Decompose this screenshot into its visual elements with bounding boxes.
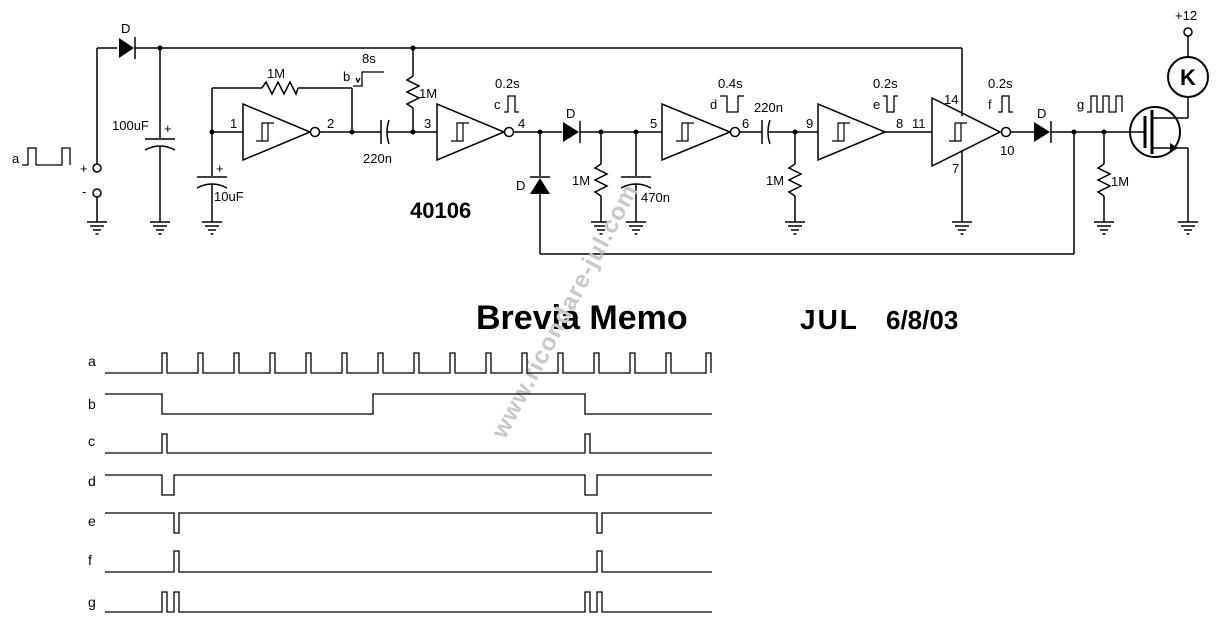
minus-sign: - — [82, 184, 86, 199]
svg-text:2: 2 — [327, 116, 334, 131]
timing-trace-a — [105, 352, 712, 374]
schmitt-gate-3 — [661, 102, 732, 162]
svg-text:0.2s: 0.2s — [988, 76, 1013, 91]
svg-text:1: 1 — [230, 116, 237, 131]
schmitt-gate-4 — [817, 102, 887, 162]
timing-row-label-a: a — [88, 353, 96, 369]
resistor-r4 — [787, 163, 803, 197]
c5-value: 220n — [754, 100, 783, 115]
resistor-r1 — [261, 80, 299, 96]
c2-value: 10uF — [214, 189, 244, 204]
r3-value: 1M — [572, 173, 590, 188]
svg-text:6: 6 — [742, 116, 749, 131]
timing-trace-d — [105, 474, 712, 496]
resistor-r2 — [405, 75, 421, 109]
r5-value: 1M — [1111, 174, 1129, 189]
stage-differentiator: 220n 1M 3 4 40106 0.2s c D D — [363, 45, 1074, 255]
svg-text:+: + — [164, 121, 172, 136]
stage-output: 11 14 7 10 0.2s f D 1M g — [413, 8, 1209, 254]
input-section: + - a D 100uF + — [12, 21, 413, 235]
svg-text:10: 10 — [1000, 143, 1014, 158]
svg-text:D: D — [566, 106, 575, 121]
schmitt-gate-2 — [436, 102, 506, 162]
svg-text:7: 7 — [952, 161, 959, 176]
svg-text:4: 4 — [518, 116, 525, 131]
svg-text:D: D — [1037, 106, 1046, 121]
c4-value: 470n — [641, 190, 670, 205]
page-title: Brevia Memo — [476, 299, 688, 337]
resistor-r5 — [1096, 163, 1112, 197]
timing-row-label-g: g — [88, 594, 96, 610]
stage-oscillator: 1M 1 2 + 10uF b 8s — [196, 51, 384, 235]
c3-value: 220n — [363, 151, 392, 166]
svg-text:8s: 8s — [362, 51, 376, 66]
timing-trace-f — [105, 550, 712, 573]
diode-feedback — [530, 178, 550, 194]
svg-text:14: 14 — [944, 92, 958, 107]
timing-row-label-d: d — [88, 473, 96, 489]
schmitt-gate-1 — [242, 102, 312, 162]
svg-text:+: + — [216, 161, 224, 176]
author-label: JUL — [800, 304, 859, 335]
svg-text:g: g — [1077, 97, 1084, 112]
r4-value: 1M — [766, 173, 784, 188]
timing-trace-b — [105, 393, 712, 415]
svg-text:9: 9 — [806, 116, 813, 131]
svg-text:3: 3 — [424, 116, 431, 131]
svg-text:D: D — [516, 178, 525, 193]
terminal-minus — [92, 188, 102, 198]
plus-sign: + — [80, 161, 88, 176]
svg-text:5: 5 — [650, 116, 657, 131]
r2-value: 1M — [419, 86, 437, 101]
ic-label: 40106 — [410, 198, 471, 223]
svg-text:d: d — [710, 97, 717, 112]
supply-terminal — [1183, 27, 1193, 37]
diode-label: D — [121, 21, 130, 36]
timing-row-label-f: f — [88, 552, 92, 568]
ground-symbol — [86, 221, 108, 235]
supply-label: +12 — [1175, 8, 1197, 23]
svg-text:f: f — [988, 97, 992, 112]
svg-text:b: b — [343, 69, 350, 84]
timing-trace-e — [105, 512, 712, 534]
svg-text:c: c — [494, 97, 501, 112]
diode-series-2 — [1034, 122, 1050, 142]
timing-row-label-c: c — [88, 433, 95, 449]
diode-input — [119, 38, 134, 58]
svg-text:0.4s: 0.4s — [718, 76, 743, 91]
diode-series-1 — [563, 122, 579, 142]
svg-text:11: 11 — [912, 116, 926, 131]
relay-label: K — [1180, 65, 1196, 90]
timing-row-label-b: b — [88, 396, 96, 412]
svg-text:8: 8 — [896, 116, 903, 131]
timing-diagram: a b c d e f g — [88, 352, 712, 613]
stage-delay: 5 6 0.4s d 220n 1M 9 8 0.2s e — [650, 76, 932, 235]
svg-text:0.2s: 0.2s — [495, 76, 520, 91]
probe-label-a: a — [12, 151, 20, 166]
c1-value: 100uF — [112, 118, 149, 133]
r1-value: 1M — [267, 66, 285, 81]
input-pulse-icon — [22, 147, 71, 166]
svg-text:0.2s: 0.2s — [873, 76, 898, 91]
timing-row-label-e: e — [88, 513, 96, 529]
schmitt-gate-5 — [931, 96, 1002, 168]
date-label: 6/8/03 — [886, 305, 958, 335]
timing-trace-c — [105, 433, 712, 454]
resistor-r3 — [593, 163, 609, 197]
timing-trace-g — [105, 591, 712, 613]
svg-text:e: e — [873, 97, 880, 112]
terminal-plus — [92, 163, 102, 173]
